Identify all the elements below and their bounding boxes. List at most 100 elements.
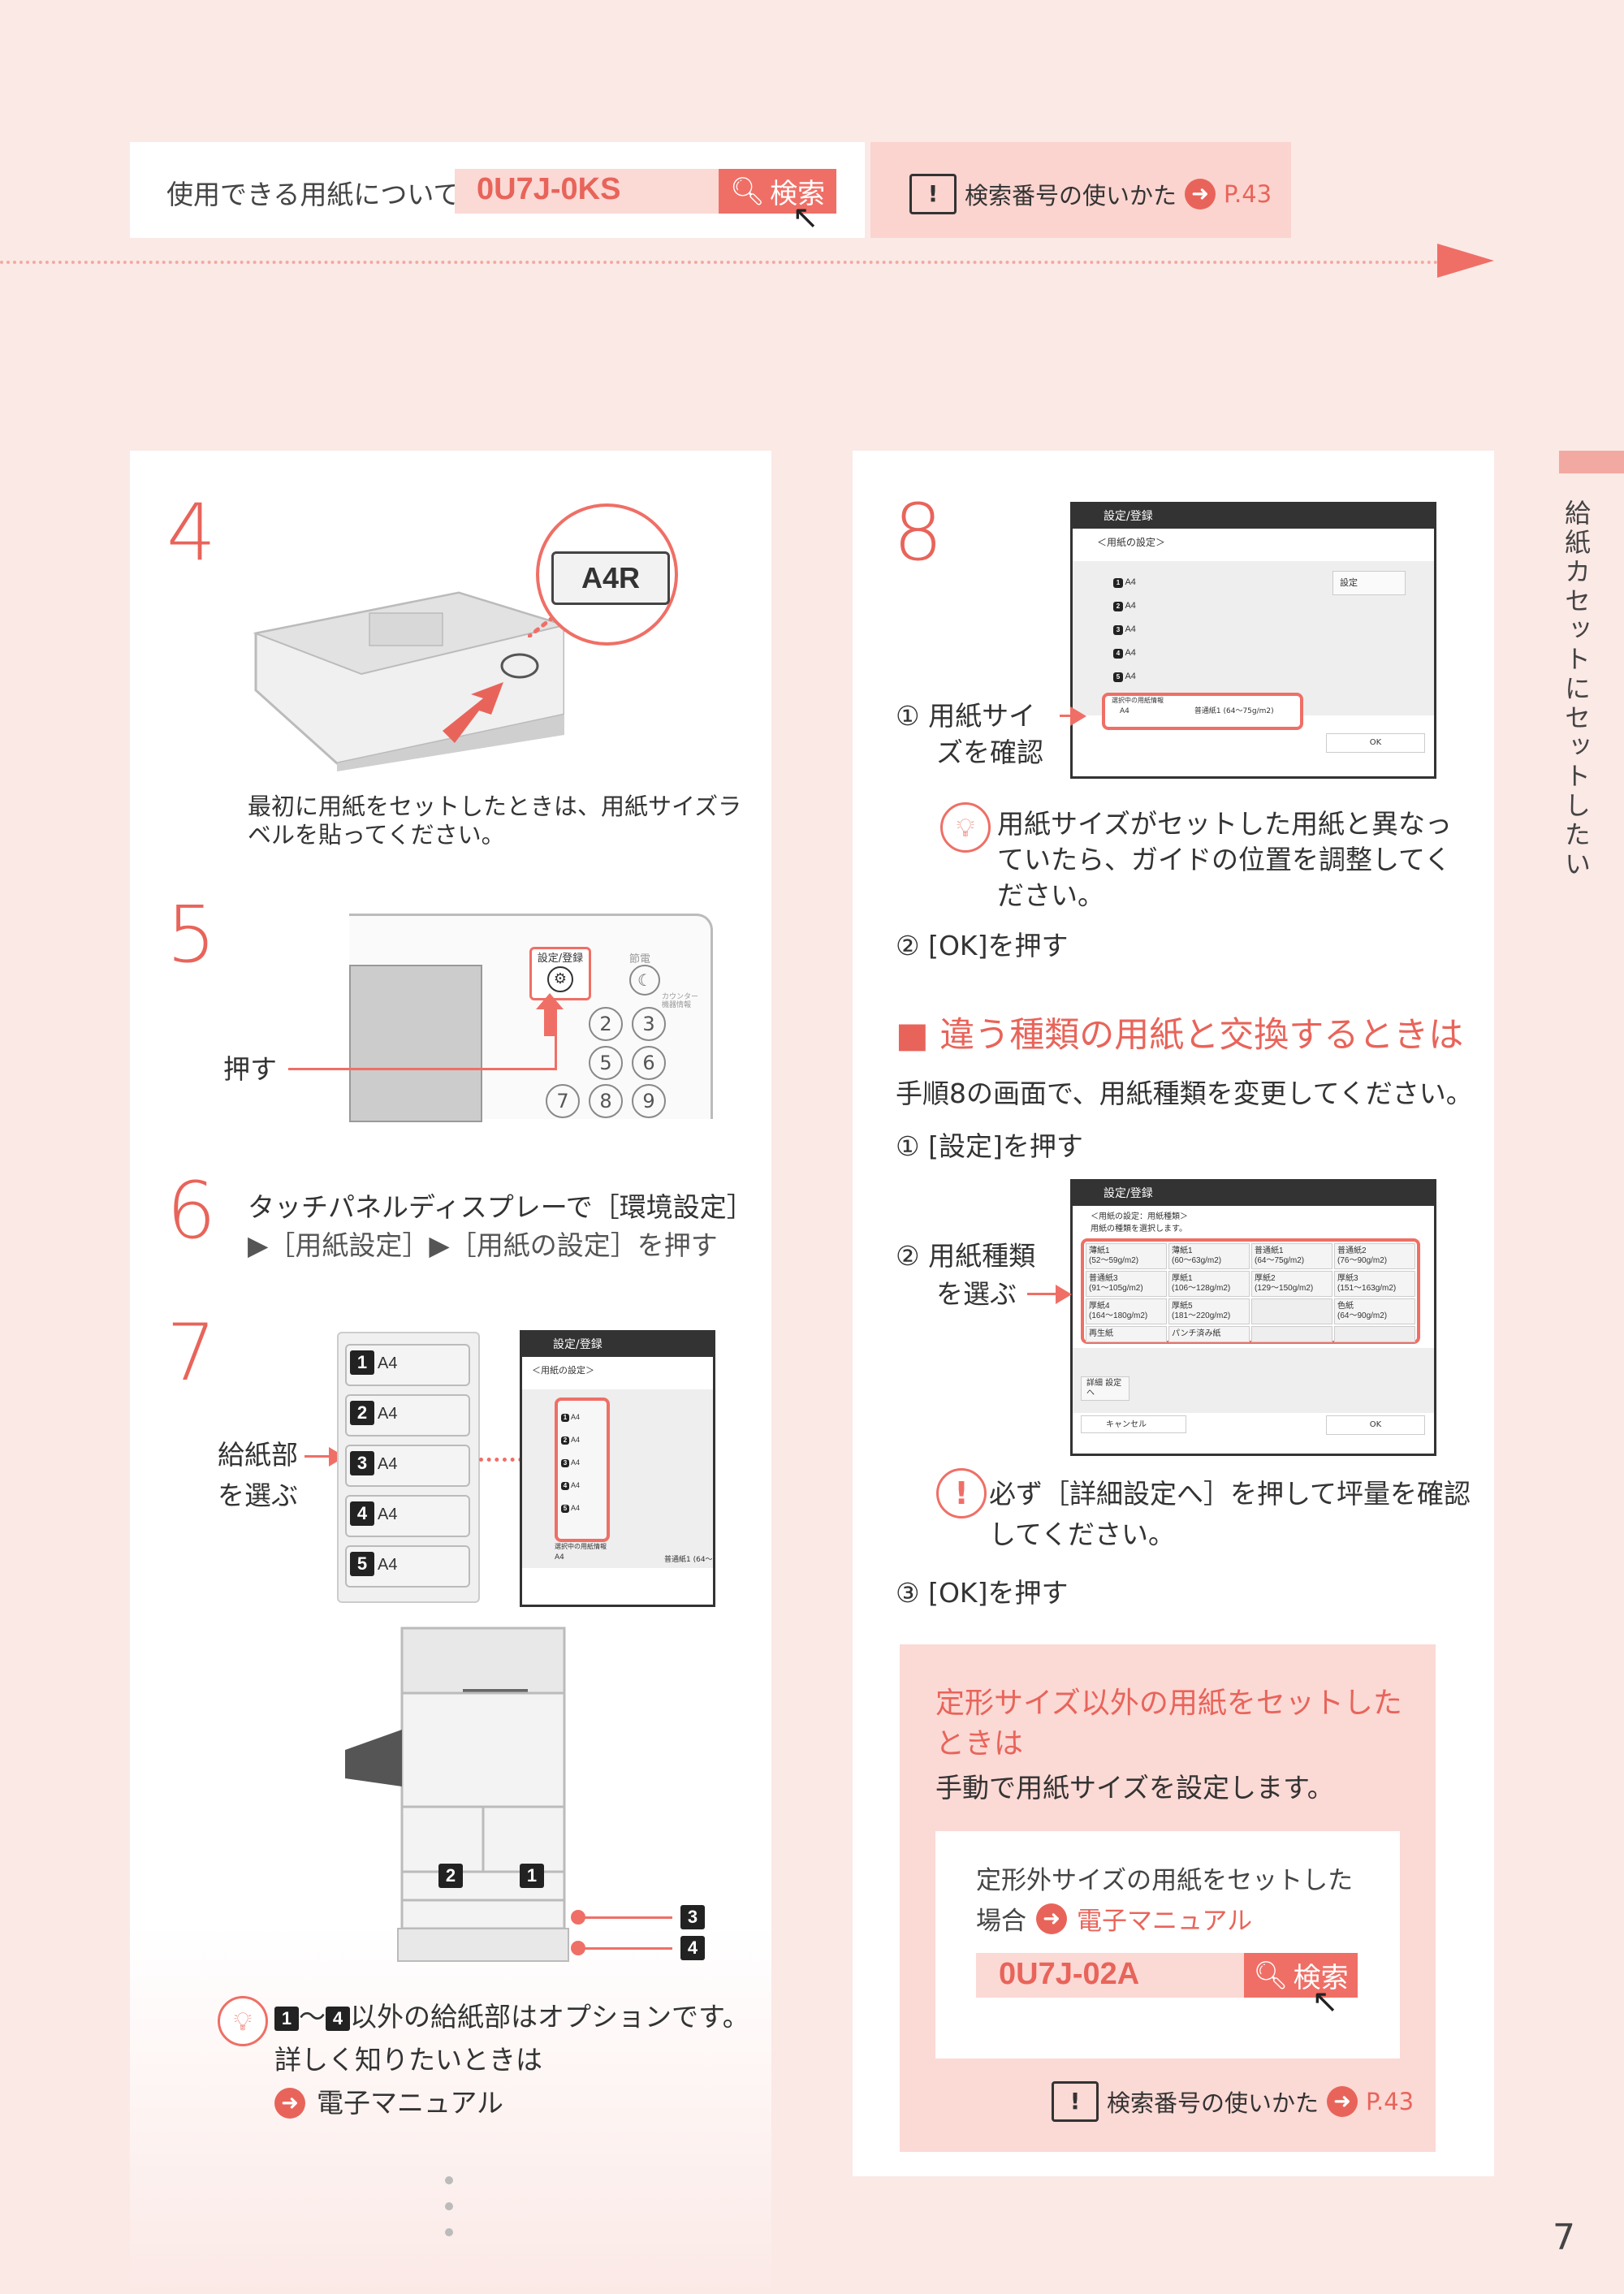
ok-button-step8[interactable]: OK xyxy=(1326,733,1425,753)
header-label: 使用できる用紙について xyxy=(166,179,460,210)
paper-type-cell[interactable]: 厚紙4(164〜180g/m2) xyxy=(1086,1298,1167,1324)
step8-sub1-line2: ズを確認 xyxy=(936,737,1043,768)
display-screen xyxy=(349,965,482,1122)
paper-type-cell-empty xyxy=(1251,1298,1332,1324)
callout-title-line1: 定形サイズ以外の用紙をセットした xyxy=(935,1687,1402,1720)
paper-type-cell-empty xyxy=(1251,1326,1332,1342)
header-search-button[interactable]: 🔍︎ 検索 xyxy=(719,169,836,214)
header-code-field xyxy=(455,169,719,214)
side-tab-marker xyxy=(1559,451,1624,473)
press-arrow xyxy=(544,1004,555,1036)
warning-line2: してください。 xyxy=(989,1519,1176,1550)
divider xyxy=(0,261,1445,264)
tray-badge-3: 3 xyxy=(680,1905,705,1929)
paper-type-cell[interactable]: 厚紙3(151〜163g/m2) xyxy=(1334,1271,1415,1297)
callout-search-button[interactable]: 🔍︎ 検索 xyxy=(1244,1953,1358,1998)
step4-text-line2: ベルを貼ってください。 xyxy=(248,821,505,849)
section-step1: ① [設定]を押す xyxy=(896,1130,1083,1162)
step4-text-line1: 最初に用紙をセットしたときは、用紙サイズラ xyxy=(248,793,742,820)
section-heading: ■ 違う種類の用紙と交換するときは xyxy=(896,1015,1464,1056)
paper-type-cell[interactable]: 再生紙 xyxy=(1086,1326,1167,1342)
step8-tip-line3: ださい。 xyxy=(997,879,1104,911)
cursor-icon: ↖ xyxy=(792,199,819,236)
paper-type-cell[interactable]: パンチ済み紙 xyxy=(1168,1326,1250,1342)
keypad-8[interactable]: 8 xyxy=(589,1084,623,1118)
arrow-right-icon: ➜ xyxy=(274,2088,305,2119)
warning-icon: ! xyxy=(936,1468,987,1519)
keypad-9[interactable]: 9 xyxy=(632,1084,666,1118)
callout-inner-line1: 定形外サイズの用紙をセットした xyxy=(976,1866,1354,1895)
settings-gear-icon: ⚙︎ xyxy=(547,966,573,992)
callout-inner-line2[interactable]: 場合 ➜ 電子マニュアル xyxy=(976,1900,1252,1937)
tray-badge-1-inline: 1 xyxy=(274,2006,299,2031)
keypad-6[interactable]: 6 xyxy=(632,1046,666,1080)
cancel-button[interactable]: キャンセル xyxy=(1081,1415,1186,1433)
cursor-icon: ↖ xyxy=(1311,1983,1339,2020)
step7-manual-link[interactable]: ➜ 電子マニュアル xyxy=(274,2085,503,2121)
copier-illustration xyxy=(341,1624,585,1973)
callout-title-line2: ときは xyxy=(935,1727,1024,1760)
paper-type-cell[interactable]: 厚紙1(106〜128g/m2) xyxy=(1168,1271,1250,1297)
sub2-pointer xyxy=(1027,1293,1060,1295)
divider-arrow-icon xyxy=(1437,244,1494,278)
book-icon: ! xyxy=(909,174,957,214)
lightbulb-tip-icon: 💡︎ xyxy=(218,1996,268,2046)
tray4-pointer xyxy=(583,1947,672,1950)
callout-howto-link[interactable]: ! 検索番号の使いかた ➜ P.43 xyxy=(1052,2081,1414,2122)
touch-screen-paper-type: 設定/登録 ＜用紙の設定：用紙種類＞ 用紙の種類を選択します。 薄紙1(52〜5… xyxy=(1070,1179,1436,1456)
paper-type-cell[interactable]: 色紙(64〜90g/m2) xyxy=(1334,1298,1415,1324)
step8-sub1-line1: ① 用紙サイ xyxy=(896,700,1036,732)
section-step2-line1: ② 用紙種類 xyxy=(896,1240,1036,1272)
tray-badge-1: 1 xyxy=(520,1864,544,1888)
section-step2-line2: を選ぶ xyxy=(936,1278,1017,1310)
select-tray-label-1: 給紙部 xyxy=(218,1439,298,1471)
ok-button-paper-type[interactable]: OK xyxy=(1326,1415,1425,1435)
paper-type-cell[interactable]: 普通紙2(76〜90g/m2) xyxy=(1334,1243,1415,1269)
callout-search-code: 0U7J-02A xyxy=(999,1957,1140,1991)
callout-body: 手動で用紙サイズを設定します。 xyxy=(935,1772,1334,1804)
step8-tip-line2: ていたら、ガイドの位置を調整してく xyxy=(997,844,1452,875)
paper-type-cell[interactable]: 普通紙1(64〜75g/m2) xyxy=(1251,1243,1332,1269)
zoom-connector xyxy=(479,1458,554,1462)
paper-type-cell[interactable]: 薄紙1(52〜59g/m2) xyxy=(1086,1243,1167,1269)
step8-sub2: ② [OK]を押す xyxy=(896,930,1069,961)
keypad-2[interactable]: 2 xyxy=(589,1007,623,1041)
select-tray-label-2: を選ぶ xyxy=(218,1480,298,1511)
label-zoom-circle: A4R xyxy=(536,503,678,646)
paper-type-cell[interactable]: 薄紙1(60〜63g/m2) xyxy=(1168,1243,1250,1269)
keypad-5[interactable]: 5 xyxy=(589,1046,623,1080)
step-number-6: 6 xyxy=(166,1165,217,1256)
paper-type-cell[interactable]: 厚紙5(181〜220g/m2) xyxy=(1168,1298,1250,1324)
power-save-icon[interactable]: ☾ xyxy=(629,965,660,996)
callout-code-field xyxy=(976,1953,1244,1998)
keypad-7[interactable]: 7 xyxy=(546,1084,580,1118)
keypad-3[interactable]: 3 xyxy=(632,1007,666,1041)
paper-type-cell[interactable]: 厚紙2(129〜150g/m2) xyxy=(1251,1271,1332,1297)
step8-tip-line1: 用紙サイズがセットした用紙と異なっ xyxy=(997,808,1453,840)
paper-type-grid: 薄紙1(52〜59g/m2) 薄紙1(60〜63g/m2) 普通紙1(64〜75… xyxy=(1081,1238,1420,1344)
touch-screen-step7: 設定/登録 ＜用紙の設定＞ 1 A4 2 A4 3 A4 4 A4 5 A4 選… xyxy=(520,1330,715,1607)
header-search-code: 0U7J-0KS xyxy=(477,172,621,206)
lightbulb-tip-icon: 💡︎ xyxy=(940,802,991,853)
sub1-pointer-arrow xyxy=(1070,706,1086,726)
tray3-pointer xyxy=(583,1916,672,1919)
step6-line1: タッチパネルディスプレーで［環境設定］ xyxy=(248,1191,754,1223)
paper-type-cell[interactable]: 普通紙3(91〜105g/m2) xyxy=(1086,1271,1167,1297)
step-number-5: 5 xyxy=(166,889,217,980)
detail-settings-button[interactable]: 詳細 設定へ xyxy=(1081,1376,1129,1401)
search-icon: 🔍︎ xyxy=(729,175,766,208)
arrow-right-icon: ➜ xyxy=(1036,1903,1067,1934)
sub2-pointer-arrow xyxy=(1056,1285,1072,1304)
step-number-4: 4 xyxy=(166,487,217,578)
header-howto-link[interactable]: ! 検索番号の使いかた ➜ P.43 xyxy=(909,174,1272,214)
continue-dot xyxy=(445,2228,453,2236)
tray-pointer-line xyxy=(304,1455,333,1458)
arrow-right-icon: ➜ xyxy=(1185,179,1216,210)
settings-button-step8[interactable]: 設定 xyxy=(1332,571,1406,595)
